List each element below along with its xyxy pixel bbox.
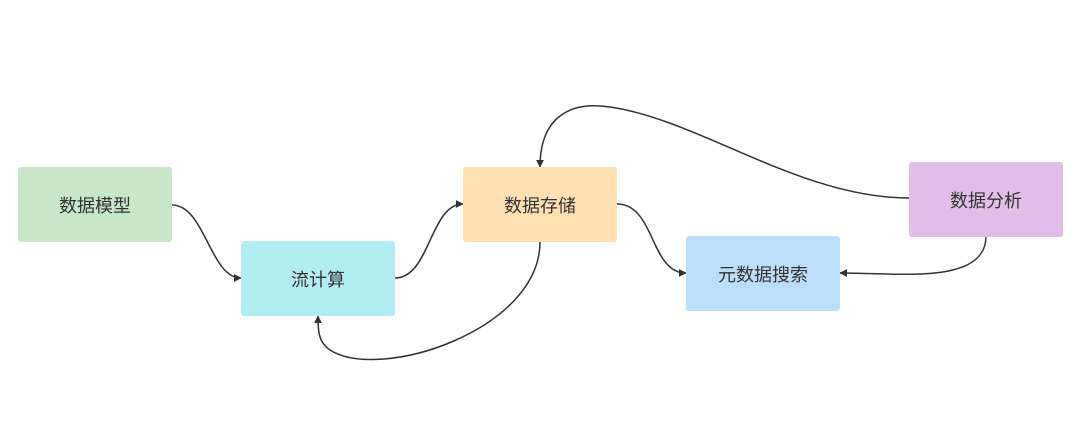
edge-analysis-to-storage[interactable] [536, 105, 910, 199]
edge-storage-to-search[interactable] [616, 203, 687, 277]
node-metadata-search[interactable]: 元数据搜索 [686, 236, 840, 311]
edge-analysis-to-search[interactable] [839, 235, 987, 278]
node-data-storage[interactable]: 数据存储 [463, 167, 617, 242]
edge-stream-to-storage[interactable] [394, 200, 464, 279]
node-data-model[interactable]: 数据模型 [18, 167, 172, 242]
edge-model-to-stream[interactable] [171, 204, 242, 282]
node-data-analysis[interactable]: 数据分析 [909, 162, 1063, 237]
edge-storage-to-stream[interactable] [314, 241, 541, 361]
node-stream-computing[interactable]: 流计算 [241, 241, 395, 316]
